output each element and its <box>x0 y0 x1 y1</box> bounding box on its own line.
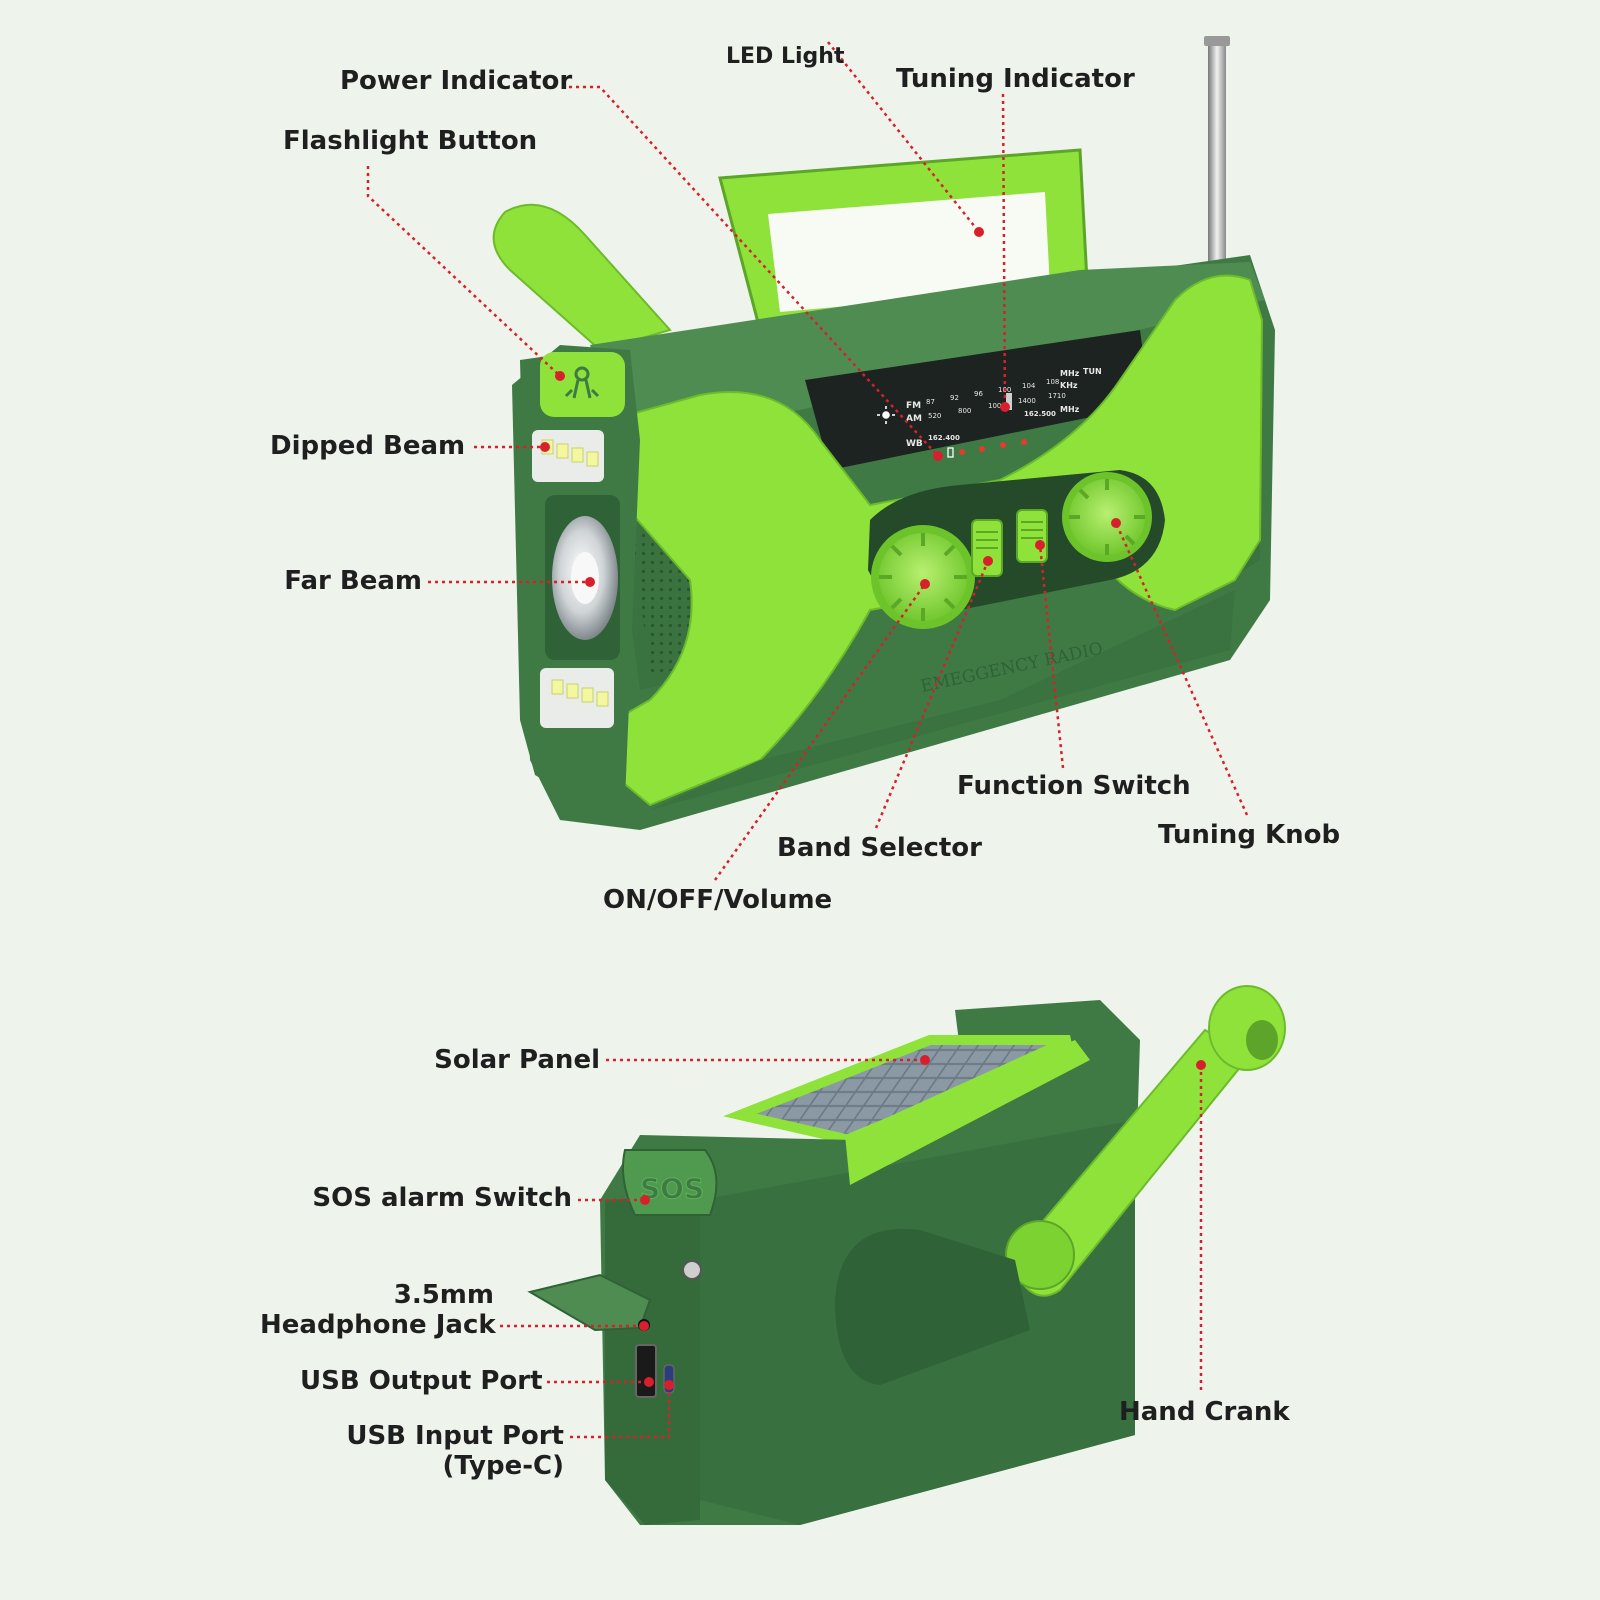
leader-lines <box>366 41 1249 1439</box>
label-led-light: LED Light <box>726 44 845 69</box>
leader-power-indicator-dot <box>933 451 943 461</box>
leader-hand-crank-dot <box>1196 1060 1206 1070</box>
am-scale-tick-3: 1400 <box>1018 397 1036 405</box>
battery-icon <box>947 447 954 458</box>
leader-usb-output-dot <box>644 1377 654 1387</box>
led-light-panel <box>768 192 1050 312</box>
tuning-dial-window <box>805 330 1150 470</box>
label-band-selector: Band Selector <box>777 833 982 863</box>
leader-flashlight-button <box>366 166 561 377</box>
side-radio-device: SOS <box>527 985 1286 1525</box>
label-power-indicator: Power Indicator <box>340 66 573 96</box>
sun-icon <box>877 406 895 424</box>
label-tuning-indicator: Tuning Indicator <box>896 64 1135 94</box>
leader-far-beam-dot <box>585 577 595 587</box>
label-far-beam: Far Beam <box>284 566 422 596</box>
label-headphone-jack-line1: 3.5mm <box>393 1280 494 1310</box>
dial-mhz-label-wb: MHz <box>1060 405 1080 414</box>
usb-output-port[interactable] <box>635 1344 657 1398</box>
leader-function-switch-dot <box>1035 540 1045 550</box>
tuning-knob[interactable] <box>1062 472 1152 562</box>
leader-tuning-knob-dot <box>1111 518 1121 528</box>
leader-headphone-dot <box>639 1321 649 1331</box>
label-usb-input-port: USB Input Port (Type-C) <box>300 1421 564 1481</box>
flashlight-icon <box>564 366 600 399</box>
am-scale-tick-0: 520 <box>928 412 941 420</box>
label-solar-panel: Solar Panel <box>434 1045 600 1075</box>
label-usb-input-port-line1: USB Input Port <box>346 1421 564 1451</box>
headphone-jack-flap[interactable] <box>527 1273 652 1332</box>
leader-tuning-indicator <box>1001 93 1007 408</box>
fm-scale-tick-2: 96 <box>974 390 983 398</box>
label-dipped-beam: Dipped Beam <box>270 431 466 461</box>
am-scale-tick-2: 1000 <box>988 402 1006 410</box>
dial-tun-label: TUN <box>1083 367 1102 376</box>
leader-led-light <box>827 41 980 233</box>
fm-scale-tick-0: 87 <box>926 398 935 406</box>
solar-panel <box>723 1035 1073 1146</box>
dial-wb-label: WB <box>906 439 923 449</box>
dial-fm-label: FM <box>906 401 921 411</box>
antenna <box>1208 36 1226 306</box>
label-sos-alarm-switch: SOS alarm Switch <box>312 1183 572 1213</box>
leader-tuning-knob <box>1114 522 1249 816</box>
sos-alarm-button[interactable]: SOS <box>622 1149 718 1216</box>
fm-scale-tick-5: 108 <box>1046 378 1059 386</box>
fm-scale-tick-1: 92 <box>950 394 959 402</box>
label-tuning-knob: Tuning Knob <box>1158 820 1341 850</box>
crank-arm-top <box>492 203 672 352</box>
leader-solar-panel-dot <box>920 1055 930 1065</box>
dial-am-label: AM <box>906 414 922 424</box>
leader-tuning-indicator-dot <box>1000 402 1010 412</box>
label-hand-crank: Hand Crank <box>1119 1397 1290 1427</box>
sos-text: SOS <box>640 1172 704 1205</box>
leader-led-light-dot <box>974 227 984 237</box>
leader-power-indicator <box>562 85 939 457</box>
tuning-indicator-marker <box>1006 393 1012 410</box>
dial-mhz-label: MHz <box>1060 369 1080 378</box>
label-on-off-volume: ON/OFF/Volume <box>603 885 833 915</box>
front-radio-device: FM AM WB MHz KHz TUN MHz 162.400 162.500… <box>492 36 1275 830</box>
leader-dipped-beam-dot <box>540 442 550 452</box>
dial-khz-label: KHz <box>1060 381 1078 390</box>
label-usb-output-port: USB Output Port <box>300 1366 543 1396</box>
leader-usb-input <box>570 1385 671 1439</box>
label-headphone-jack-line2: Headphone Jack <box>260 1310 496 1340</box>
label-usb-input-port-line2: (Type-C) <box>442 1451 564 1481</box>
label-flashlight-button: Flashlight Button <box>283 126 538 156</box>
fm-scale-tick-4: 104 <box>1022 382 1036 390</box>
leader-sos-dot <box>640 1195 650 1205</box>
am-scale-tick-1: 800 <box>958 407 971 415</box>
am-scale-tick-4: 1710 <box>1048 392 1066 400</box>
leader-band-selector-dot <box>983 556 993 566</box>
function-switch-slider[interactable] <box>1016 509 1048 563</box>
leader-on-off-volume-dot <box>920 579 930 589</box>
leader-function-switch <box>1038 544 1065 769</box>
flashlight-button[interactable] <box>540 352 625 417</box>
leader-usb-input-dot <box>664 1380 674 1390</box>
label-function-switch: Function Switch <box>957 771 1191 801</box>
wb-start-label: 162.400 <box>928 434 960 442</box>
label-headphone-jack: 3.5mm Headphone Jack <box>260 1280 496 1340</box>
volume-knob[interactable] <box>871 525 975 629</box>
leader-flashlight-button-dot <box>555 371 565 381</box>
leader-on-off-volume <box>713 583 927 881</box>
wb-end-label: 162.500 <box>1024 410 1056 418</box>
